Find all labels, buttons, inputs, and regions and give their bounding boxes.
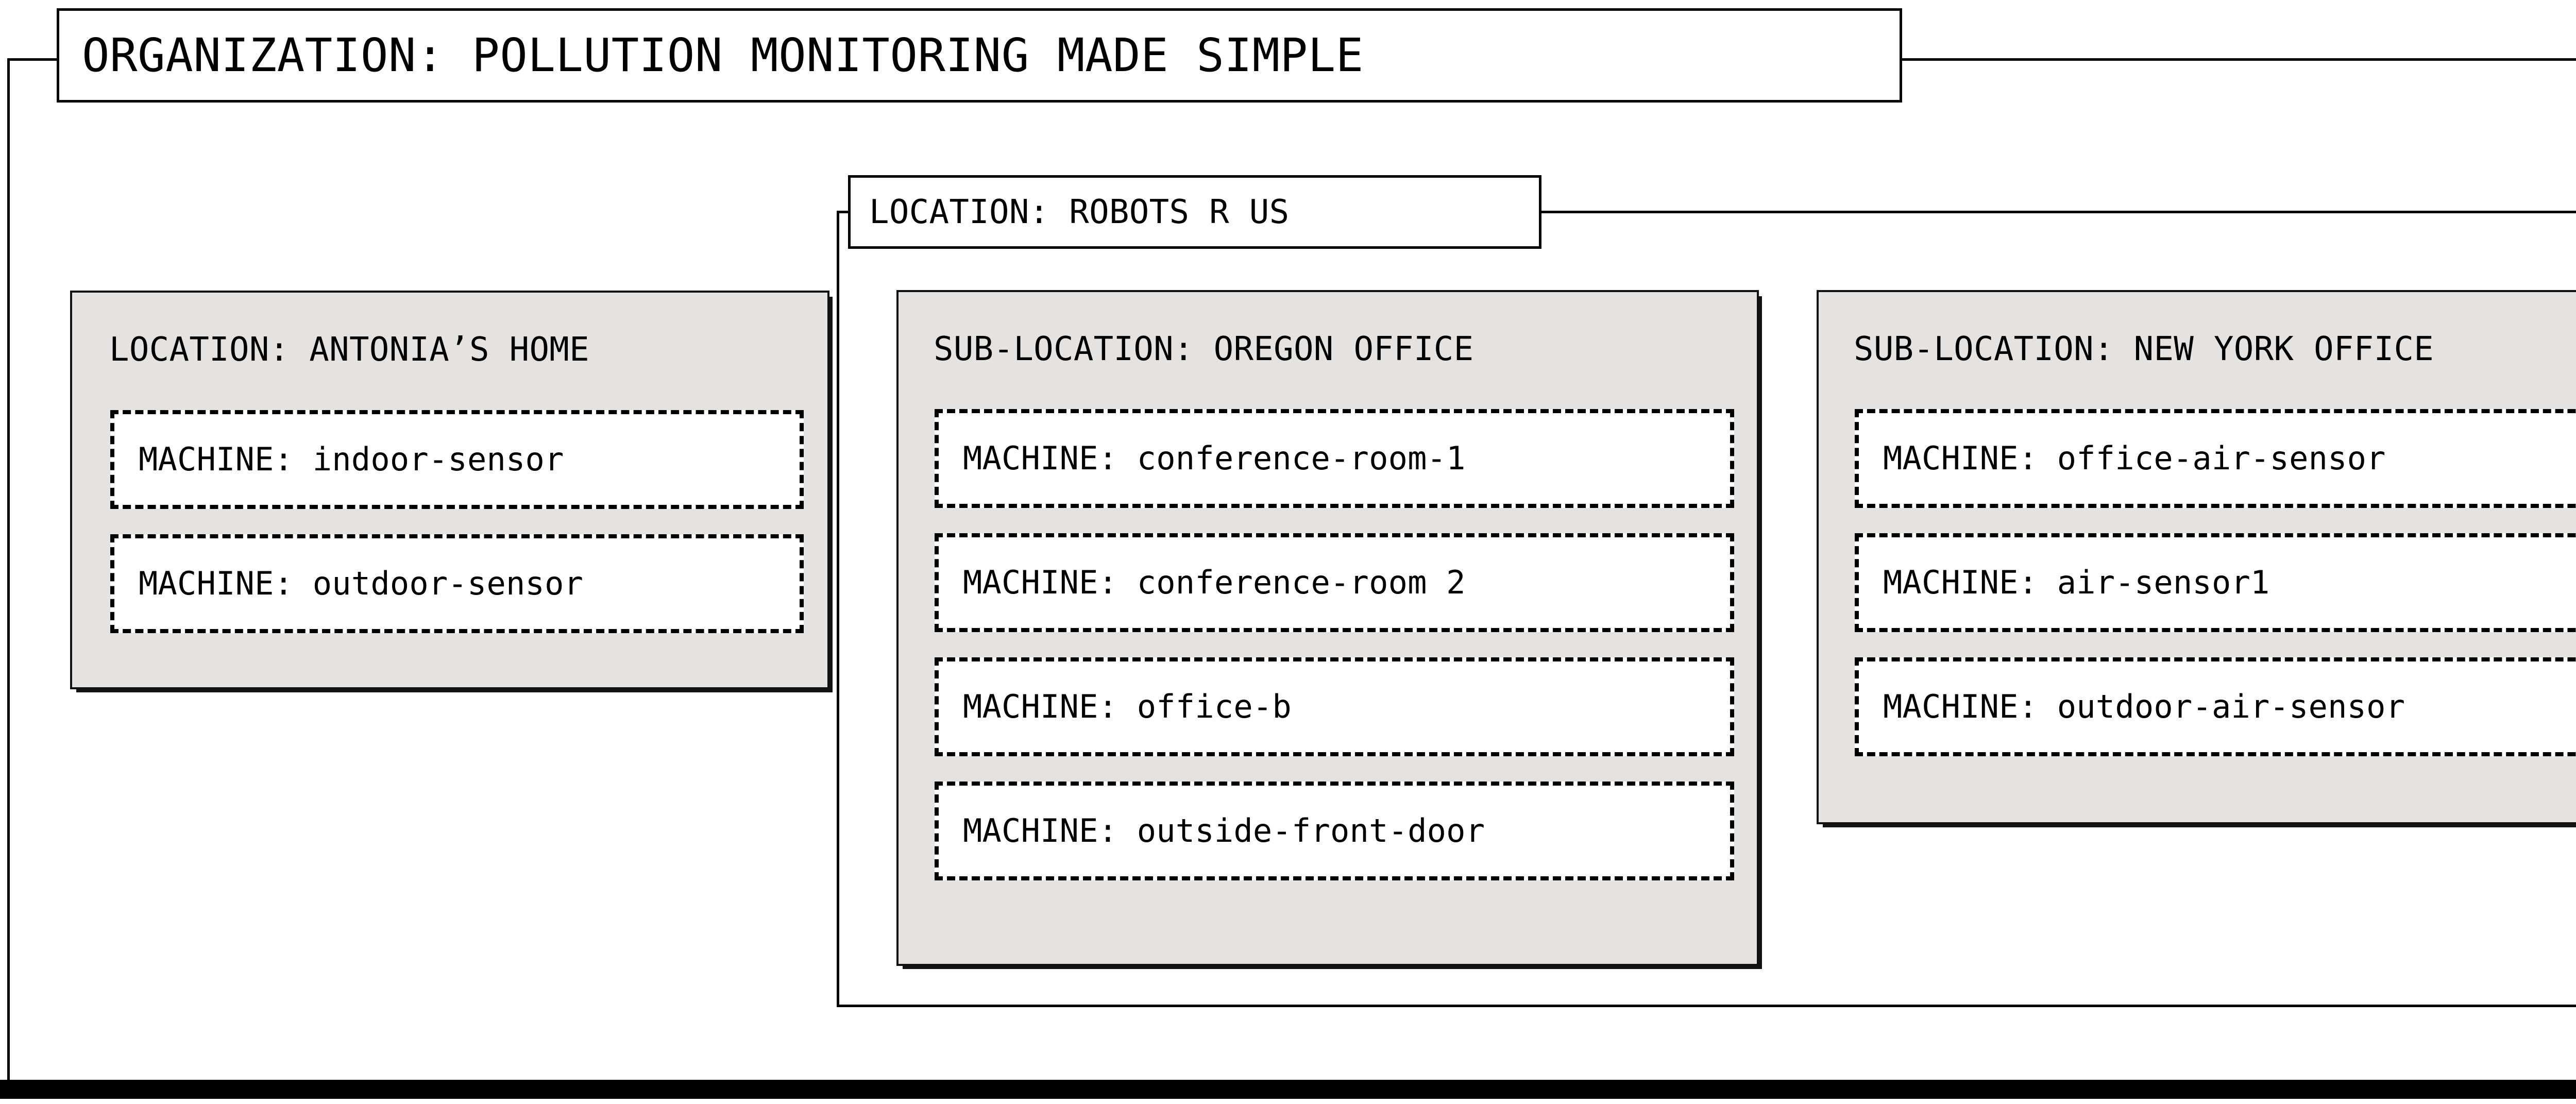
- location-antonias-home-label: LOCATION: ANTONIA’S HOME: [109, 331, 589, 369]
- machine-label: MACHINE: indoor-sensor: [139, 440, 564, 478]
- location-robots-r-us-legend: LOCATION: ROBOTS R US: [848, 175, 1541, 249]
- machine-label: MACHINE: office-air-sensor: [1883, 439, 2386, 477]
- machine-label: MACHINE: outdoor-air-sensor: [1883, 688, 2405, 725]
- machine-box[interactable]: MACHINE: outside-front-door: [935, 782, 1734, 880]
- machine-box[interactable]: MACHINE: conference-room 2: [935, 533, 1734, 632]
- sub-location-new-york-office-label: SUB-LOCATION: NEW YORK OFFICE: [1854, 330, 2434, 368]
- machine-box[interactable]: MACHINE: outdoor-sensor: [110, 534, 804, 633]
- machine-box[interactable]: MACHINE: conference-room-1: [935, 409, 1734, 508]
- machine-list-antonias-home: MACHINE: indoor-sensor MACHINE: outdoor-…: [72, 293, 827, 633]
- machine-box[interactable]: MACHINE: outdoor-air-sensor: [1855, 657, 2576, 756]
- machine-label: MACHINE: outside-front-door: [963, 812, 1485, 850]
- window-edge-bottom: [0, 1080, 2576, 1099]
- location-antonias-home[interactable]: LOCATION: ANTONIA’S HOME MACHINE: indoor…: [70, 291, 829, 689]
- machine-box[interactable]: MACHINE: air-sensor1: [1855, 533, 2576, 632]
- machine-list-new-york-office: MACHINE: office-air-sensor MACHINE: air-…: [1819, 292, 2576, 756]
- sub-location-new-york-office[interactable]: SUB-LOCATION: NEW YORK OFFICE MACHINE: o…: [1817, 290, 2576, 824]
- sub-location-oregon-office[interactable]: SUB-LOCATION: OREGON OFFICE MACHINE: con…: [896, 290, 1759, 966]
- machine-label: MACHINE: outdoor-sensor: [139, 565, 584, 602]
- machine-list-oregon-office: MACHINE: conference-room-1 MACHINE: conf…: [899, 292, 1757, 880]
- machine-label: MACHINE: air-sensor1: [1883, 564, 2270, 601]
- machine-box[interactable]: MACHINE: office-b: [935, 657, 1734, 756]
- sub-location-oregon-office-label: SUB-LOCATION: OREGON OFFICE: [934, 330, 1474, 368]
- machine-label: MACHINE: conference-room 2: [963, 564, 1466, 601]
- organization-label: ORGANIZATION: POLLUTION MONITORING MADE …: [82, 28, 1364, 82]
- machine-box[interactable]: MACHINE: office-air-sensor: [1855, 409, 2576, 508]
- machine-label: MACHINE: conference-room-1: [963, 439, 1466, 477]
- machine-box[interactable]: MACHINE: indoor-sensor: [110, 410, 804, 509]
- machine-label: MACHINE: office-b: [963, 688, 1292, 725]
- organization-legend: ORGANIZATION: POLLUTION MONITORING MADE …: [57, 8, 1902, 103]
- location-robots-r-us-label: LOCATION: ROBOTS R US: [869, 193, 1290, 231]
